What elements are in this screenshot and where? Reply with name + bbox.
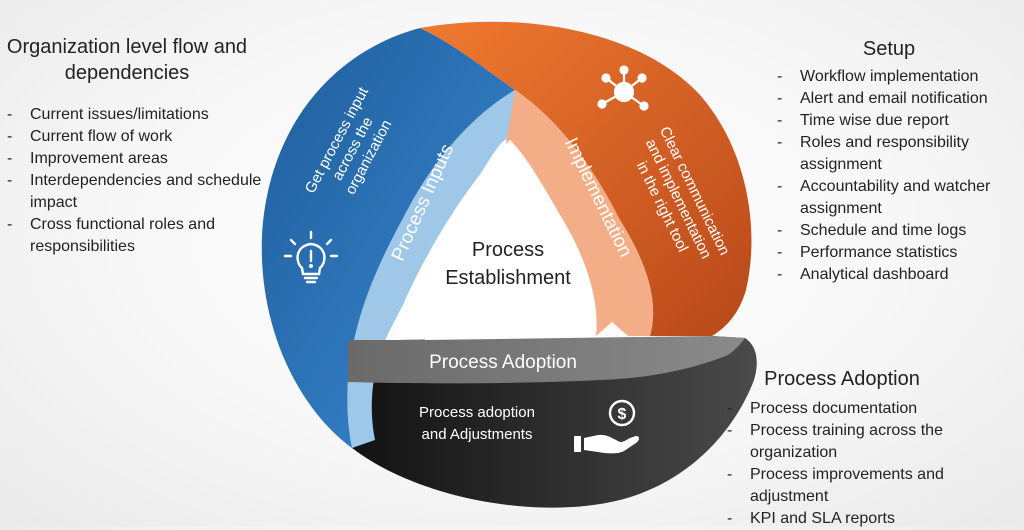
band-adoption-label: Process Adoption — [429, 352, 577, 373]
dark-segment-line1: Process adoption — [419, 404, 535, 421]
network-hub-icon — [597, 65, 649, 111]
band-process-adoption — [348, 322, 745, 384]
list-item: Interdependencies and schedule impact — [4, 170, 274, 214]
center-label-line1: Process — [472, 239, 544, 261]
list-item: Accountability and watcher assignment — [774, 176, 1024, 220]
list-item: Current issues/limitations — [4, 104, 274, 126]
list-item: Schedule and time logs — [774, 220, 1024, 242]
center-triangle — [395, 140, 597, 340]
list-item: Alert and email notification — [774, 88, 1024, 110]
adoption-panel-title: Process Adoption — [764, 368, 920, 390]
list-item: Cross functional roles and responsibilit… — [4, 214, 274, 258]
setup-panel-list: Workflow implementation Alert and email … — [774, 66, 1024, 286]
left-panel-list: Current issues/limitations Current flow … — [4, 104, 274, 258]
setup-panel-title: Setup — [862, 38, 916, 60]
list-item: Process documentation — [724, 398, 1024, 420]
list-item: Time wise due report — [774, 110, 1024, 132]
band-implementation — [505, 90, 654, 336]
list-item: Roles and responsibility assignment — [774, 132, 1024, 176]
dark-segment-line2: and Adjustments — [422, 426, 533, 443]
adoption-panel-list: Process documentation Process training a… — [724, 398, 1024, 530]
list-item: Improvement areas — [4, 148, 274, 170]
left-panel: Organization level flow and dependencies… — [4, 34, 274, 258]
list-item: Current flow of work — [4, 126, 274, 148]
center-label-line2: Establishment — [445, 267, 571, 289]
adoption-panel: Process Adoption Process documentation P… — [724, 366, 1024, 530]
list-item: Process improvements and adjustment — [724, 464, 1024, 508]
list-item: Performance statistics — [774, 242, 1024, 264]
dollar-symbol: $ — [618, 406, 627, 423]
hand-with-coin-icon: $ — [574, 399, 639, 454]
list-item: Workflow implementation — [774, 66, 1024, 88]
segment-blue — [261, 28, 515, 448]
list-item: Analytical dashboard — [774, 264, 1024, 286]
list-item: KPI and SLA reports — [724, 508, 1024, 530]
left-panel-title: Organization level flow and dependencies — [6, 36, 248, 84]
setup-panel: Setup Workflow implementation Alert and … — [774, 36, 1024, 286]
lightbulb-icon — [283, 230, 339, 284]
segment-orange — [420, 21, 752, 337]
list-item: Process training across the organization — [724, 420, 1024, 464]
